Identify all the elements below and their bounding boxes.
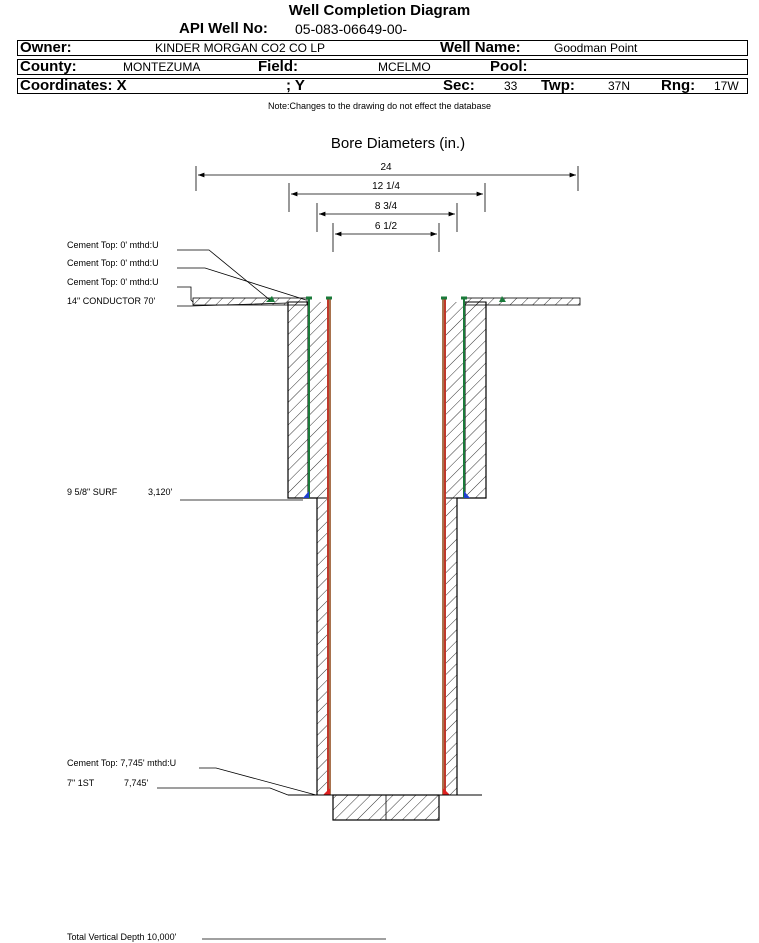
- prod-cement-upper-right: [445, 302, 463, 498]
- surface-shoe-right: [464, 491, 470, 498]
- prod-shoe-right: [443, 788, 450, 795]
- wellname-value: Goodman Point: [554, 41, 638, 55]
- owner-value: KINDER MORGAN CO2 CO LP: [155, 41, 326, 55]
- surface-shoe-left: [303, 491, 309, 498]
- county-value: MONTEZUMA: [123, 60, 201, 74]
- coord-label: Coordinates: X: [20, 77, 127, 94]
- header-row-county: County: MONTEZUMA Field: MCELMO Pool:: [17, 59, 748, 75]
- header-row-owner: Owner: KINDER MORGAN CO2 CO LP Well Name…: [17, 40, 748, 56]
- first-casing-leader: [157, 787, 289, 796]
- bore-label-24: 24: [380, 162, 392, 173]
- county-label: County:: [20, 58, 77, 75]
- bore-outline-right: [456, 302, 487, 795]
- conductor-label: 14" CONDUCTOR 70': [67, 296, 156, 306]
- conductor-leader: [177, 302, 289, 307]
- field-label: Field:: [258, 58, 298, 75]
- prod-shoe-left: [323, 788, 330, 795]
- surface-cement-left: [287, 301, 309, 499]
- tvd-label: Total Vertical Depth 10,000': [67, 932, 177, 942]
- conductor-shoe-left: [266, 296, 275, 302]
- twp-value: 37N: [608, 79, 631, 93]
- cement-top-leader-1: [177, 249, 271, 301]
- header-row-coordinates: Coordinates: X ; Y Sec: 33 Twp: 37N Rng:…: [17, 78, 748, 94]
- first-casing-depth: 7,745': [124, 778, 149, 788]
- bore-dimension-12-1-4: 12 1/4: [288, 181, 486, 212]
- diagram-title: Well Completion Diagram: [288, 2, 471, 19]
- bore-title: Bore Diameters (in.): [331, 135, 465, 152]
- api-value: 05-083-06649-00-: [295, 21, 408, 37]
- rng-value: 17W: [714, 79, 739, 93]
- cement-top-label-4: Cement Top: 7,745' mthd:U: [67, 758, 176, 768]
- surface-cement-right: [464, 301, 487, 499]
- coord-y-label: ; Y: [286, 77, 305, 94]
- pool-label: Pool:: [490, 58, 528, 75]
- cement-top-leader-4: [199, 767, 317, 796]
- bore-dimension-8-3-4: 8 3/4: [316, 201, 458, 232]
- conductor-shoe-right: [499, 296, 506, 302]
- twp-label: Twp:: [541, 77, 575, 94]
- note-text: Note:Changes to the drawing do not effec…: [268, 101, 491, 111]
- sec-label: Sec:: [443, 77, 475, 94]
- first-casing-label: 7" 1ST: [67, 778, 95, 788]
- rng-label: Rng:: [661, 77, 696, 94]
- surf-casing-label: 9 5/8" SURF: [67, 487, 118, 497]
- cement-top-label-2: Cement Top: 0' mthd:U: [67, 258, 159, 268]
- surf-casing-depth: 3,120': [148, 487, 173, 497]
- bore-outline-left: [287, 302, 318, 795]
- bore-label-6-1-2: 6 1/2: [375, 221, 398, 232]
- api-label: API Well No:: [179, 20, 268, 37]
- bore-dimension-24: 24: [195, 162, 579, 191]
- header-row-api: API Well No: 05-083-06649-00-: [17, 20, 748, 38]
- owner-label: Owner:: [20, 39, 72, 56]
- sec-value: 33: [504, 79, 518, 93]
- prod-cement-upper-left: [310, 302, 328, 498]
- cement-top-leader-3: [177, 286, 194, 303]
- cement-top-label-3: Cement Top: 0' mthd:U: [67, 277, 159, 287]
- cement-top-label-1: Cement Top: 0' mthd:U: [67, 240, 159, 250]
- cement-top-leader-2: [177, 267, 307, 301]
- wellname-label: Well Name:: [440, 39, 521, 56]
- field-value: MCELMO: [378, 60, 431, 74]
- bore-label-12-1-4: 12 1/4: [372, 181, 400, 192]
- prod-cement-lower-left: [316, 497, 329, 796]
- bore-label-8-3-4: 8 3/4: [375, 201, 398, 212]
- prod-cement-lower-right: [444, 497, 458, 796]
- bore-dimension-6-1-2: 6 1/2: [332, 221, 440, 252]
